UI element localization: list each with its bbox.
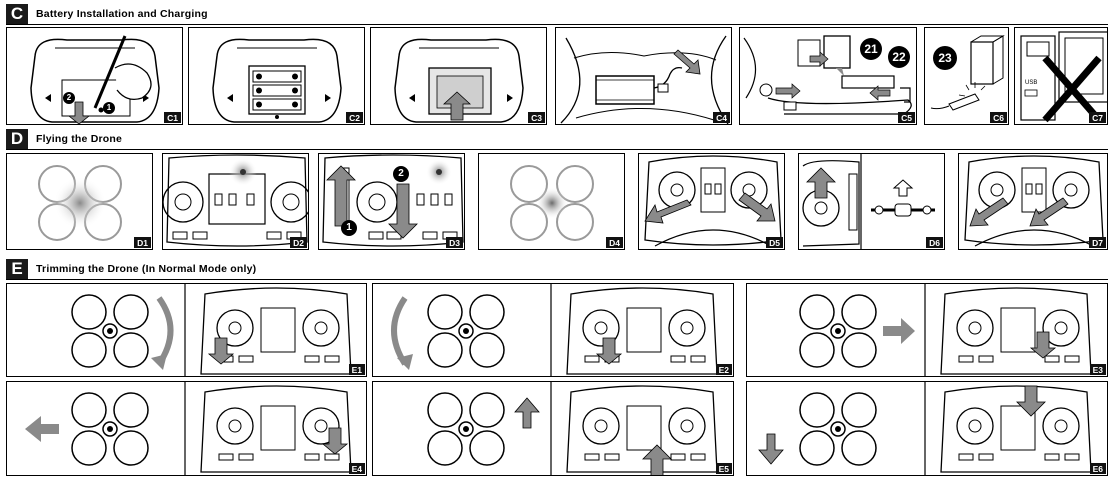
section-e-letter: E <box>6 259 28 279</box>
panel-label: E5 <box>715 463 732 474</box>
usb-charging-connection-illustration <box>743 35 912 115</box>
drone-flashing-lights-illustration <box>38 165 122 241</box>
panel-c6: 23 C6 <box>924 27 1009 125</box>
remote-throttle-pairing-illustration <box>322 154 464 247</box>
part-22-badge: 22 <box>888 46 910 68</box>
trim-rotate-right-illustration <box>391 284 718 376</box>
panel-label: E2 <box>715 364 732 375</box>
trim-forward-illustration <box>427 382 718 475</box>
section-d-header: D Flying the Drone <box>6 129 1108 150</box>
remote-cover-close-illustration <box>394 38 524 123</box>
step-1-badge: 1 <box>341 220 357 236</box>
remote-battery-compartment-illustration <box>212 38 342 123</box>
panel-label: E4 <box>348 463 365 474</box>
usb-port-label: USB <box>1025 80 1038 86</box>
panel-e2: E2 <box>372 283 734 377</box>
panel-label: C1 <box>164 112 181 123</box>
panel-c7: USB C7 <box>1014 27 1108 125</box>
panel-d6: D6 <box>798 153 945 250</box>
part-21-badge: 21 <box>860 38 882 60</box>
panel-label: E1 <box>348 364 365 375</box>
panel-d1: D1 <box>6 153 153 250</box>
section-e-title: Trimming the Drone (In Normal Mode only) <box>36 263 257 275</box>
panel-e4: E4 <box>6 381 367 476</box>
panel-label: D6 <box>926 237 943 248</box>
section-c-title: Battery Installation and Charging <box>36 8 208 20</box>
charger-led-illustration <box>930 35 1005 111</box>
panel-c5: 21 22 C5 <box>739 27 917 125</box>
do-not-use-computer-usb-illustration <box>1020 31 1107 123</box>
panel-label: C3 <box>528 112 545 123</box>
panel-d3: 1 2 D3 <box>318 153 465 250</box>
section-c-header: C Battery Installation and Charging <box>6 4 1108 25</box>
section-e-header: E Trimming the Drone (In Normal Mode onl… <box>6 259 1108 280</box>
remote-sticks-down-inward-illustration <box>964 155 1104 247</box>
remote-power-on-illustration <box>163 154 308 247</box>
trim-rotate-left-illustration <box>71 284 352 376</box>
panel-label: D1 <box>134 237 151 248</box>
panel-c3: C3 <box>370 27 547 125</box>
remote-battery-cover-screwdriver-illustration <box>30 35 160 124</box>
panel-d4: D4 <box>478 153 625 250</box>
panel-label: C7 <box>1089 112 1106 123</box>
panel-label: D2 <box>290 237 307 248</box>
panel-c4: C4 <box>555 27 732 125</box>
panel-label: D4 <box>606 237 623 248</box>
panel-e1: E1 <box>6 283 367 377</box>
section-c-letter: C <box>6 4 28 24</box>
panel-label: D3 <box>446 237 463 248</box>
drone-solid-lights-illustration <box>510 165 594 241</box>
drone-battery-insert-illustration <box>560 35 729 124</box>
section-d-title: Flying the Drone <box>36 133 123 145</box>
panel-label: C6 <box>990 112 1007 123</box>
trim-right-illustration <box>799 284 1092 376</box>
panel-c1: 2 1 C1 <box>6 27 183 125</box>
trim-left-illustration <box>25 382 352 475</box>
step-1-badge: 1 <box>103 102 115 114</box>
panel-label: E3 <box>1089 364 1106 375</box>
panel-label: C5 <box>898 112 915 123</box>
panel-d2: D2 <box>162 153 309 250</box>
panel-e5: E5 <box>372 381 734 476</box>
panel-d5: D5 <box>638 153 785 250</box>
step-2-badge: 2 <box>393 166 409 182</box>
panel-e6: E6 <box>746 381 1108 476</box>
panel-label: D5 <box>766 237 783 248</box>
throttle-up-takeoff-illustration <box>802 154 935 249</box>
part-23-badge: 23 <box>933 46 957 70</box>
panel-label: E6 <box>1089 463 1106 474</box>
trim-backward-illustration <box>758 382 1092 475</box>
panel-e3: E3 <box>746 283 1108 377</box>
step-2-badge: 2 <box>63 92 75 104</box>
panel-label: D7 <box>1089 237 1106 248</box>
remote-sticks-down-outward-illustration <box>644 155 782 247</box>
panel-label: C4 <box>713 112 730 123</box>
panel-d7: D7 <box>958 153 1108 250</box>
section-d-letter: D <box>6 129 28 149</box>
panel-c2: C2 <box>188 27 365 125</box>
panel-label: C2 <box>346 112 363 123</box>
